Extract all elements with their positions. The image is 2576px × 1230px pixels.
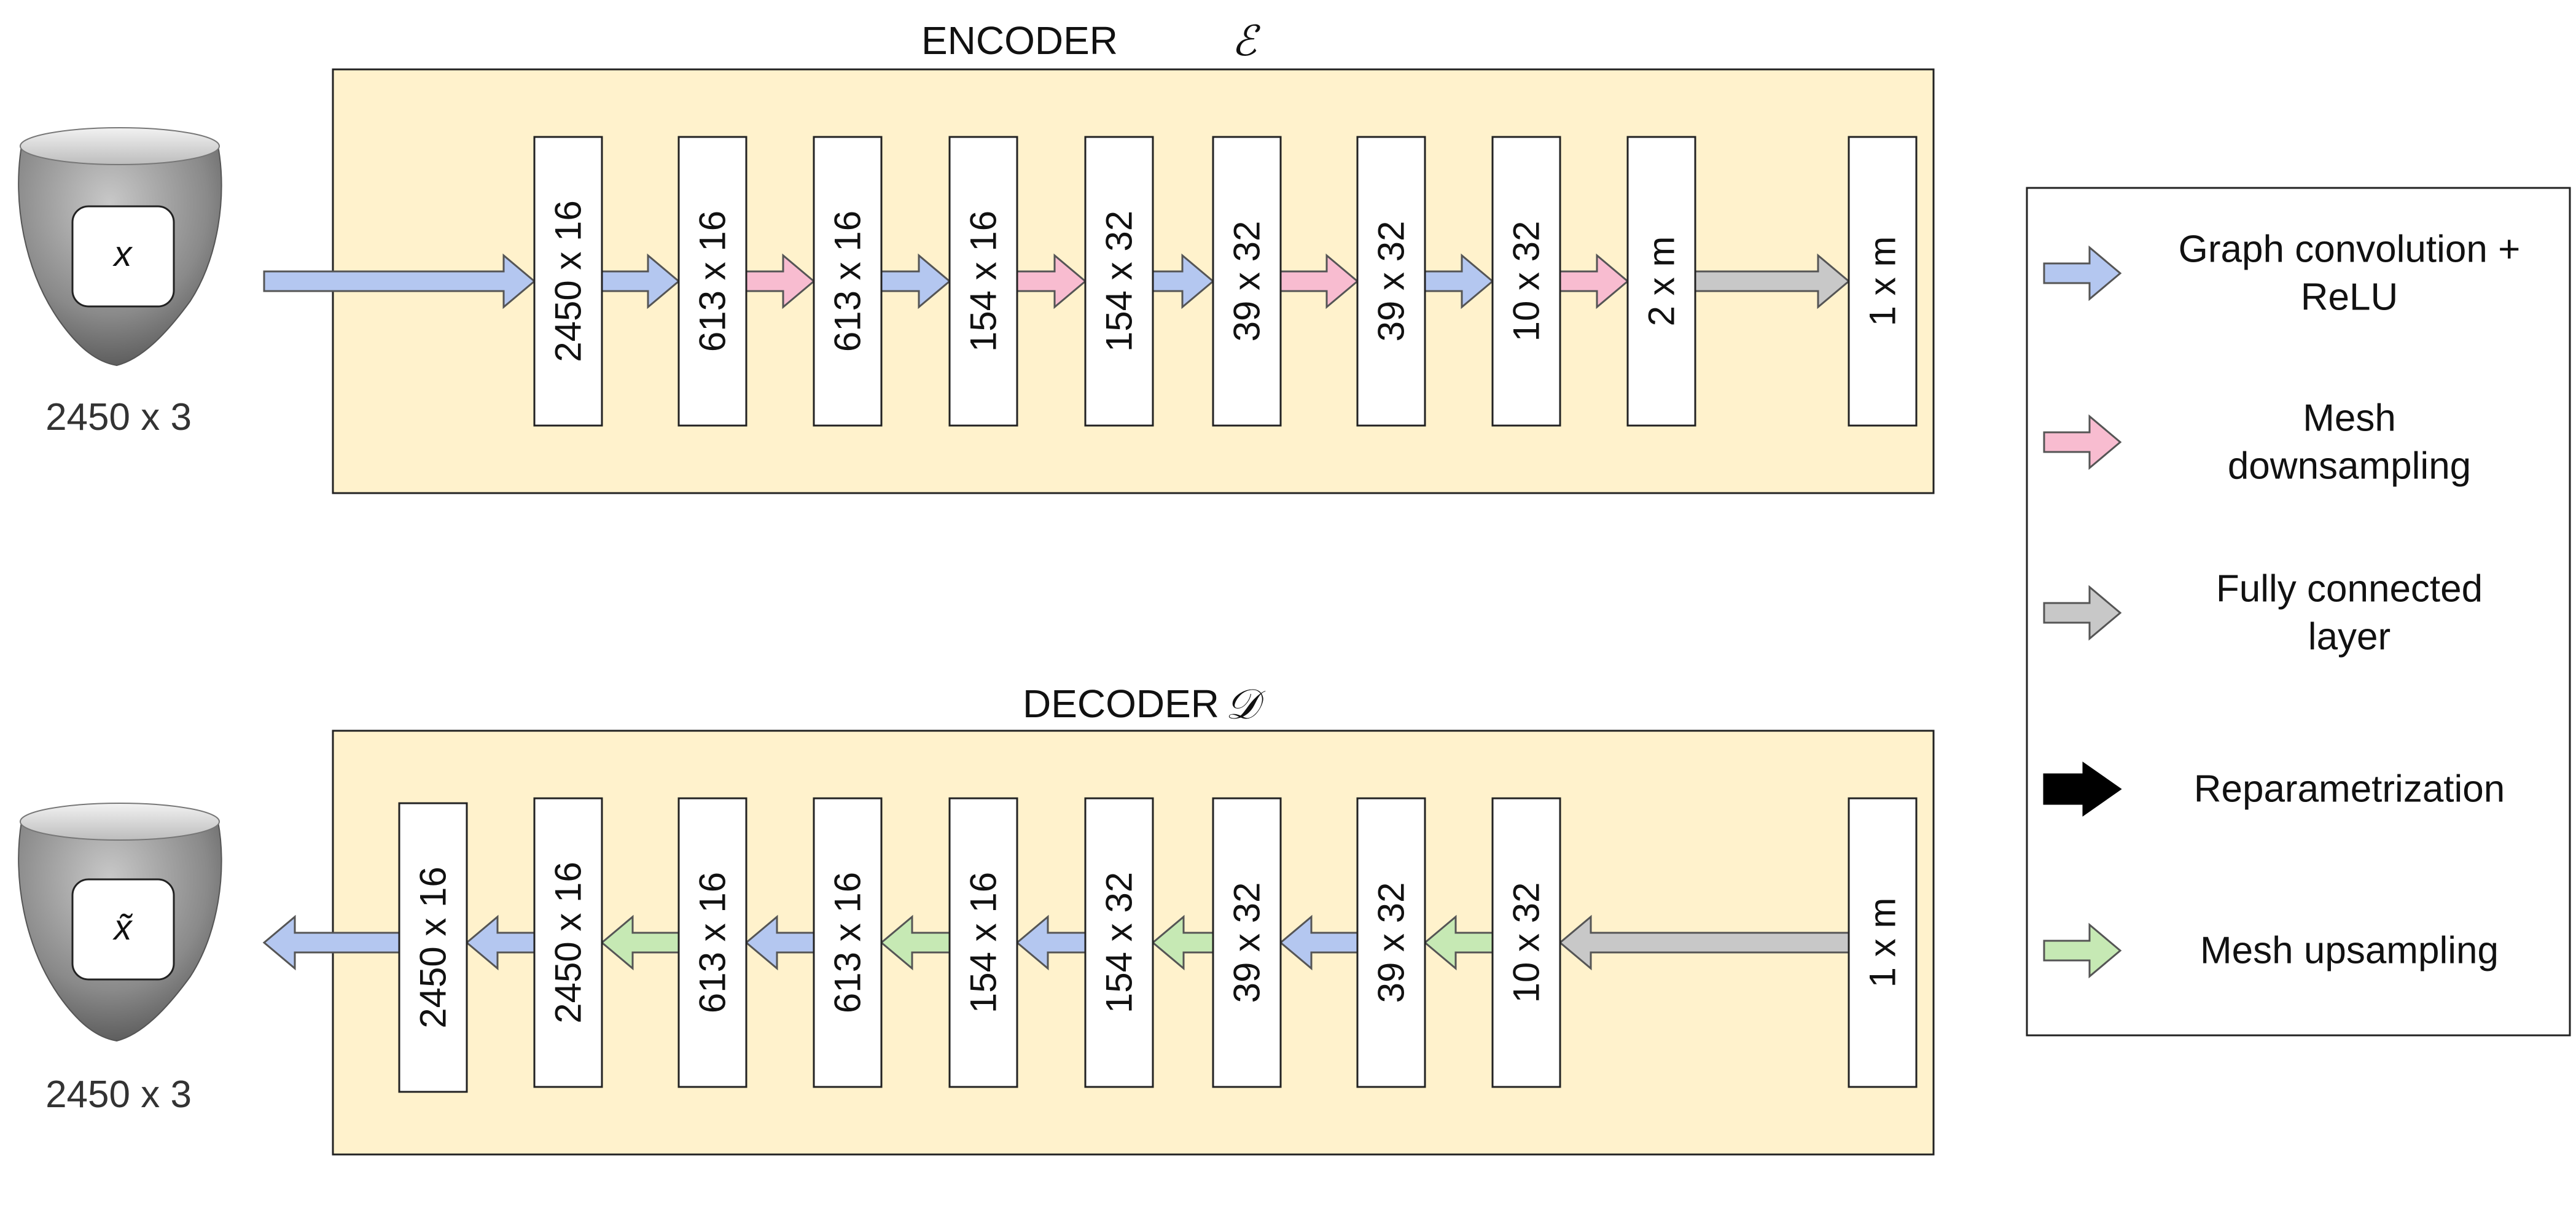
layer-box <box>677 797 747 1088</box>
layer-label: 10 x 32 <box>1506 221 1547 342</box>
graph_conv-arrow <box>1015 914 1087 971</box>
mesh_down-arrow <box>745 253 816 309</box>
graph_conv-arrow <box>880 253 951 309</box>
layer-label: 39 x 32 <box>1371 221 1412 342</box>
legend-graph_conv-arrow <box>2043 245 2122 302</box>
layer-box <box>1084 136 1154 427</box>
legend-label: Mesh upsampling <box>2200 930 2499 972</box>
input-size-label: 2450 x 3 <box>45 396 192 438</box>
output-heart-icon: x̃ <box>18 803 222 1042</box>
encoder-layers: 2450 x 16 613 x 16 613 x 16 154 x 16 154 x 3… <box>533 136 1918 427</box>
legend-items: Graph convolution + ReLU Mesh downsamplingF… <box>2043 228 2521 979</box>
layer-label: 1 x m <box>1862 898 1903 988</box>
mesh_down-arrow <box>1559 253 1630 309</box>
layer-box <box>398 802 468 1093</box>
encoder-arrows <box>263 253 1851 309</box>
output-size-label: 2450 x 3 <box>45 1073 192 1116</box>
legend-fully_connected-arrow <box>2043 585 2122 641</box>
decoder-arrows <box>262 914 1850 971</box>
layer-label: 154 x 16 <box>963 211 1004 352</box>
decoder-layers: 2450 x 16 2450 x 16 613 x 16 613 x 16 154 x … <box>398 797 1918 1093</box>
layer-label: 2450 x 16 <box>413 866 454 1029</box>
layer-label: 613 x 16 <box>827 211 868 352</box>
output-symbol: x̃ <box>112 908 133 948</box>
legend-mesh_up-arrow <box>2043 922 2122 979</box>
layer-label: 39 x 32 <box>1371 882 1412 1003</box>
fully_connected-arrow <box>1694 253 1851 309</box>
layer-label: 154 x 32 <box>1099 211 1140 352</box>
layer-label: 613 x 16 <box>827 872 868 1013</box>
layer-label: 154 x 16 <box>963 872 1004 1013</box>
legend-label: Mesh <box>2303 397 2396 440</box>
mesh_up-arrow <box>1423 914 1494 971</box>
mesh_up-arrow <box>600 914 680 971</box>
layer-box <box>1848 136 1918 427</box>
layer-box <box>1356 136 1426 427</box>
layer-box <box>1356 797 1426 1088</box>
layer-label: 2450 x 16 <box>548 200 589 362</box>
fully_connected-arrow <box>1558 914 1850 971</box>
graph_conv-arrow <box>1424 253 1494 309</box>
encoder-symbol: ℰ <box>1231 18 1261 64</box>
layer-label: 1 x m <box>1862 236 1903 327</box>
mesh_up-arrow <box>880 914 951 971</box>
layer-label: 2 x m <box>1641 236 1682 327</box>
layer-label: 613 x 16 <box>692 211 733 352</box>
legend-label: downsampling <box>2228 445 2471 488</box>
legend-label: Graph convolution + <box>2179 228 2521 271</box>
legend-label: ReLU <box>2301 276 2398 319</box>
legend-label: Fully connected <box>2216 568 2483 610</box>
layer-label: 154 x 32 <box>1099 872 1140 1013</box>
encoder-input-arrow <box>263 253 536 309</box>
output-symbol-box <box>71 878 175 981</box>
graph_conv-arrow <box>465 914 536 971</box>
input-symbol-box <box>71 205 175 308</box>
layer-label: 2450 x 16 <box>548 862 589 1024</box>
layer-box <box>533 797 603 1088</box>
legend-label: Reparametrization <box>2194 768 2505 811</box>
layer-label: 39 x 32 <box>1227 221 1268 342</box>
graph_conv-arrow <box>601 253 681 309</box>
layer-box <box>1491 797 1561 1088</box>
graph_conv-arrow <box>744 914 815 971</box>
layer-box <box>677 136 747 427</box>
decoder-symbol: 𝒟 <box>1225 681 1266 728</box>
input-heart-icon: x <box>18 127 222 367</box>
layer-label: 10 x 32 <box>1506 882 1547 1003</box>
layer-box <box>813 797 883 1088</box>
layer-box <box>1084 797 1154 1088</box>
graph_conv-arrow <box>1279 914 1359 971</box>
legend-label: layer <box>2308 616 2391 658</box>
mesh_down-arrow <box>1279 253 1359 309</box>
layer-box <box>948 136 1018 427</box>
decoder-title: DECODER <box>1023 682 1219 726</box>
graph_conv-arrow <box>1152 253 1215 309</box>
layer-box <box>1212 136 1282 427</box>
legend-reparam-arrow <box>2043 761 2122 817</box>
layer-box <box>1491 136 1561 427</box>
mesh_up-arrow <box>1151 914 1214 971</box>
legend-mesh_down-arrow <box>2043 414 2122 470</box>
layer-box <box>1212 797 1282 1088</box>
layer-box <box>533 136 603 427</box>
layer-box <box>948 797 1018 1088</box>
layer-box <box>1626 136 1696 427</box>
layer-label: 613 x 16 <box>692 872 733 1013</box>
layer-box <box>813 136 883 427</box>
decoder-output-arrow <box>262 914 400 971</box>
encoder-title: ENCODER <box>921 18 1118 63</box>
mesh_down-arrow <box>1016 253 1087 309</box>
input-symbol: x <box>112 234 133 274</box>
layer-box <box>1848 797 1918 1088</box>
layer-label: 39 x 32 <box>1227 882 1268 1003</box>
